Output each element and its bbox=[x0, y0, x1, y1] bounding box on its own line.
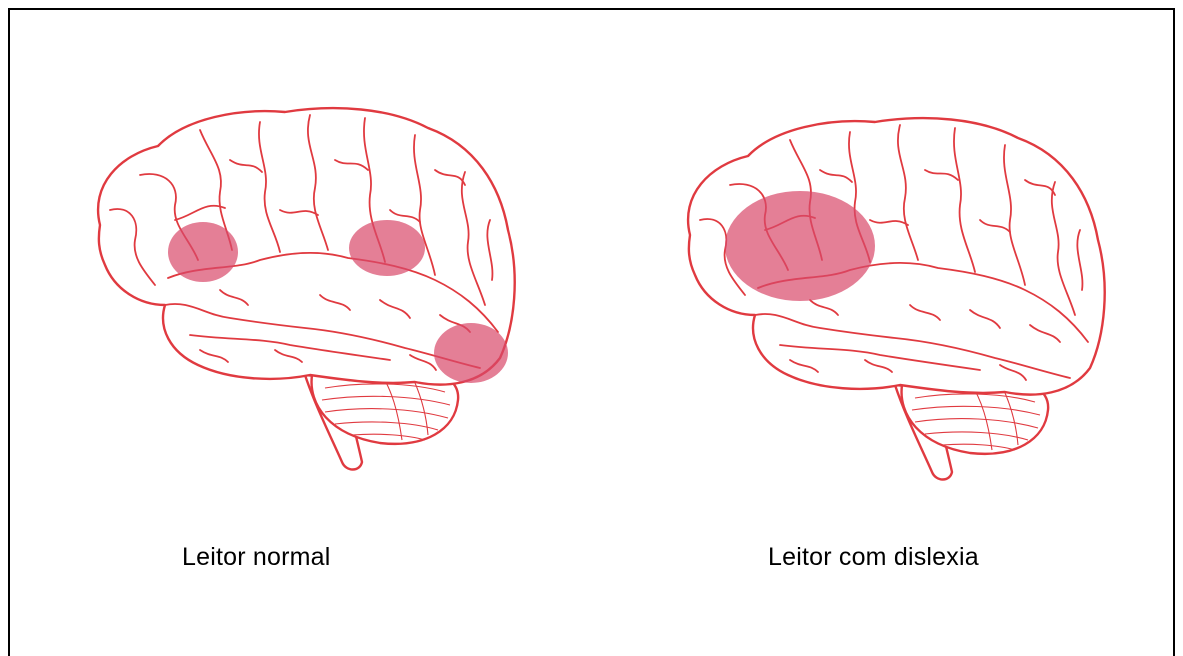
caption-dyslexic-reader: Leitor com dislexia bbox=[768, 543, 979, 572]
brain-diagram-dyslexic-reader bbox=[670, 110, 1120, 490]
highlight-frontal-region-enlarged bbox=[725, 191, 875, 301]
highlight-frontal-region bbox=[168, 222, 238, 282]
highlight-occipitotemporal-region bbox=[434, 323, 508, 383]
caption-normal-reader: Leitor normal bbox=[182, 543, 331, 572]
highlight-parietal-region bbox=[349, 220, 425, 276]
brain-diagram-normal-reader bbox=[80, 100, 530, 480]
active-regions bbox=[725, 191, 875, 301]
